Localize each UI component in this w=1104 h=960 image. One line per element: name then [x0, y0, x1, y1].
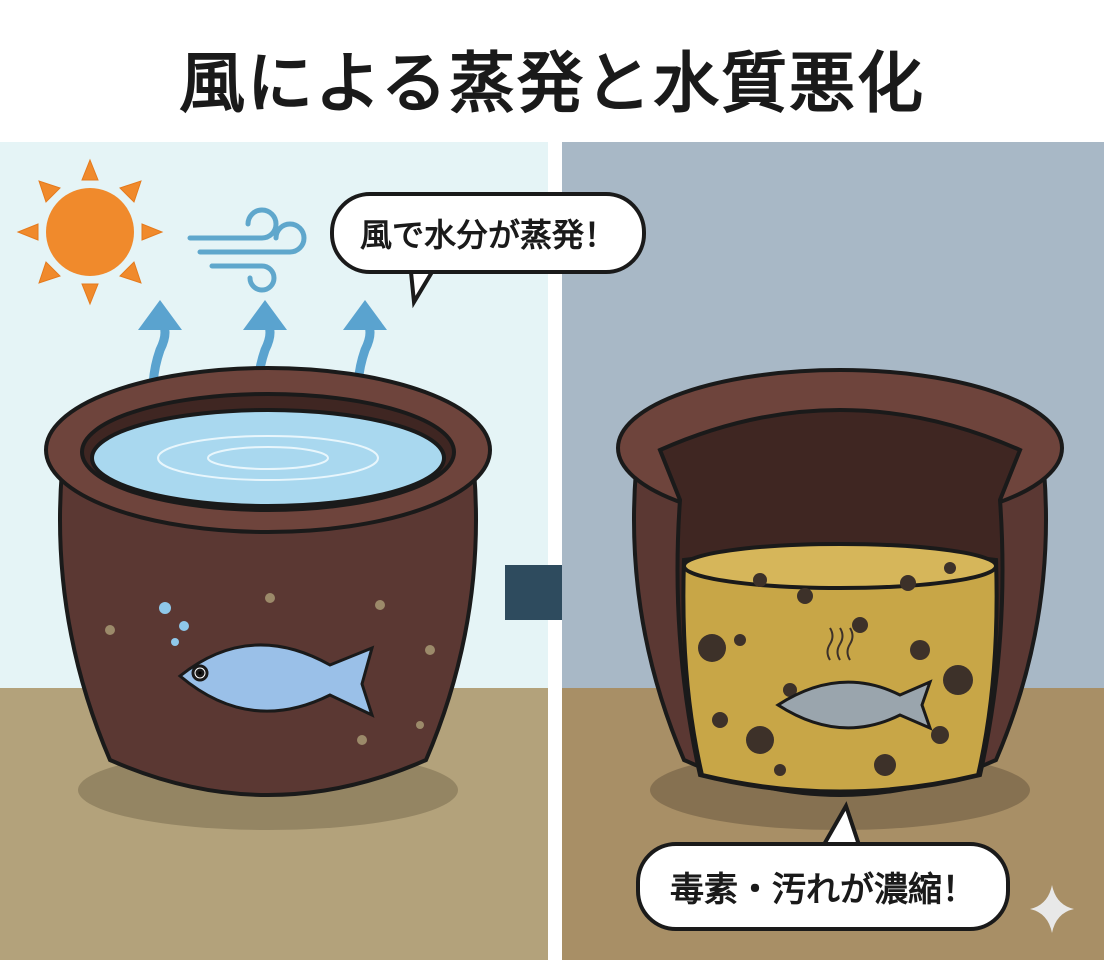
right-pot — [616, 368, 1064, 797]
wind-icon — [187, 207, 307, 293]
page-title: 風による蒸発と水質悪化 — [178, 45, 926, 122]
concentration-speech-bubble: 毒素・汚れが濃縮！ — [636, 842, 1010, 931]
fish-icon — [177, 643, 375, 718]
sun-icon — [16, 158, 164, 306]
skull-icon — [698, 634, 973, 754]
dead-fish-icon — [775, 679, 933, 731]
evaporation-speech-bubble: 風で水分が蒸発！ — [330, 192, 647, 274]
left-pot — [44, 366, 492, 797]
sparkle-icon — [1030, 885, 1074, 933]
right-panel — [562, 142, 1104, 960]
water-surface — [90, 408, 446, 508]
